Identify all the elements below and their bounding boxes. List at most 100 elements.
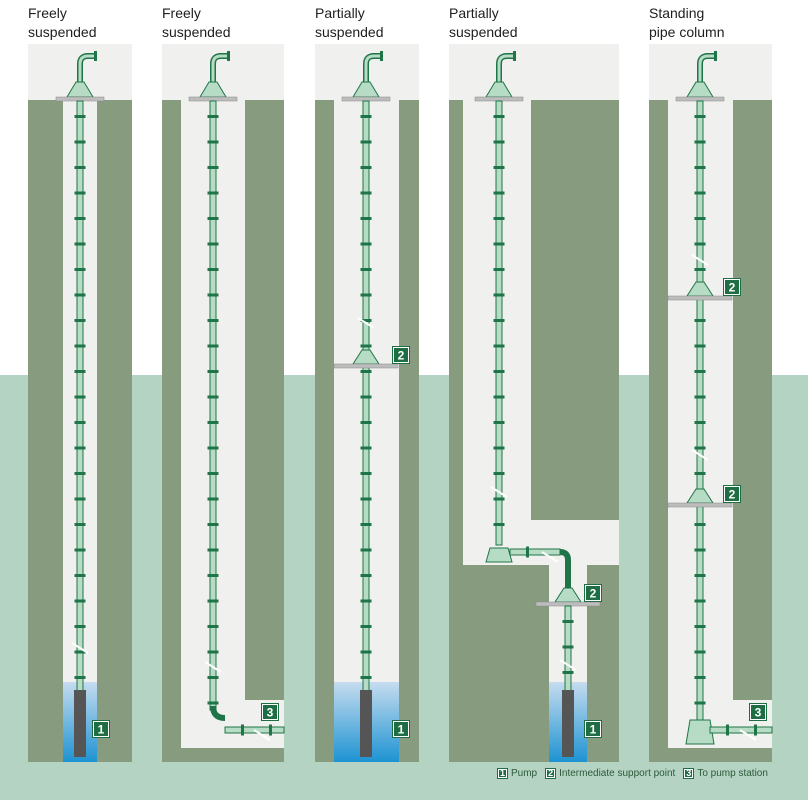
column-2-title: Freely suspended xyxy=(162,5,231,40)
col4-badge-support: 2 xyxy=(584,584,602,602)
col4-base-clamp xyxy=(485,547,513,563)
col1-pipe-joint xyxy=(74,191,86,195)
col4-head-flange xyxy=(513,51,516,61)
shaft-6 xyxy=(463,520,619,565)
column-5-title: Standing pipe column xyxy=(649,5,725,40)
col4-pipe-joint xyxy=(493,344,505,348)
col4-badge-support-frame xyxy=(585,585,601,601)
col3-pipe-joint xyxy=(360,472,372,475)
col1-pipe-joint xyxy=(74,650,86,654)
col3-head-elbow-inner xyxy=(364,54,380,96)
col5-pipe-joint xyxy=(694,523,706,526)
col5-support-upper-plate xyxy=(667,295,733,301)
col4-pipe-joint xyxy=(493,293,505,297)
col3-badge-support: 2 xyxy=(392,346,410,364)
col1-pump xyxy=(74,690,86,757)
col2-badge-station: 3 xyxy=(261,703,279,721)
col5-badge-support-lower-frame xyxy=(724,486,740,502)
legend-badge-station: 3 xyxy=(683,768,695,779)
col3-pipe-joint xyxy=(360,242,372,246)
legend-badge-support: 2 xyxy=(545,768,557,779)
col4-badge-support-number: 2 xyxy=(590,587,597,601)
col1-head-flange xyxy=(94,51,97,61)
col2-badge-station-frame xyxy=(262,704,278,720)
col2-badge-station-box xyxy=(261,703,279,721)
col3-pipe-joint xyxy=(360,497,372,501)
col5-pipe-joint xyxy=(694,166,706,169)
col1-pipe-joint xyxy=(74,217,86,220)
col2-pipe-joint xyxy=(207,574,219,577)
col3-cut-mark xyxy=(357,317,375,329)
col4-pipe-joint xyxy=(493,472,505,475)
col5-support-lower-plate xyxy=(667,502,733,508)
col5-badge-station-number: 3 xyxy=(755,706,762,720)
legend-label-pump: Pump xyxy=(511,768,538,779)
col1-pipe-joint xyxy=(74,446,86,450)
legend: 1 Pump 2 Intermediate support point 3 To… xyxy=(497,768,768,779)
col3-pipe-joint xyxy=(360,650,372,654)
col5-cut-lower xyxy=(691,449,709,461)
col4-pipe-joint xyxy=(493,370,505,373)
col3-pipe-joint xyxy=(360,421,372,424)
col2-bend xyxy=(210,705,226,721)
col1-cut-mark xyxy=(71,642,89,654)
col5-badge-station-frame xyxy=(750,704,766,720)
col4-lower-pipe-joint xyxy=(562,671,574,674)
col2-pipe-joint xyxy=(207,472,219,475)
col5-badge-station-box xyxy=(749,703,767,721)
col2-outlet-joint xyxy=(269,724,272,736)
col2-pipe-joint xyxy=(207,191,219,195)
col4-pipe-joint xyxy=(493,497,505,501)
surface-area-4 xyxy=(449,44,619,100)
col5-pipe-joint xyxy=(694,319,706,322)
col3-pipe-joint xyxy=(360,140,372,144)
col2-pipe-joint xyxy=(207,599,219,603)
col3-badge-support-box xyxy=(392,346,410,364)
col5-pipe-joint xyxy=(694,472,706,475)
surface-area-5 xyxy=(649,44,772,100)
col2-pipe-joint xyxy=(207,115,219,118)
legend-label-support: Intermediate support point xyxy=(559,768,676,779)
col3-badge-pump-frame xyxy=(393,721,409,737)
col4-head-elbow-inner xyxy=(497,54,513,96)
col2-pipe-joint xyxy=(207,344,219,348)
col5-pipe-joint xyxy=(694,421,706,424)
col4-badge-pump-frame xyxy=(585,721,601,737)
col5-pipe-joint xyxy=(694,140,706,144)
col4-pipe-joint xyxy=(493,140,505,144)
col1-badge-pump-number: 1 xyxy=(98,723,105,737)
col4-badge-pump-number: 1 xyxy=(590,723,597,737)
col4-pipe-joint xyxy=(493,319,505,322)
col5-outlet-joint xyxy=(726,724,729,736)
col5-pipe-joint xyxy=(694,446,706,450)
col2-pipe-joint xyxy=(207,676,219,679)
col4-pipe-joint xyxy=(493,421,505,424)
col5-pipe xyxy=(696,100,704,736)
col1-badge-pump-box xyxy=(92,720,110,738)
col1-pipe-joint xyxy=(74,166,86,169)
col2-pipe-joint xyxy=(207,319,219,322)
col5-badge-support-lower: 2 xyxy=(723,485,741,503)
col5-pipe-joint xyxy=(694,701,706,705)
col2-outlet-cut xyxy=(253,729,271,741)
col5-pipe-joint xyxy=(694,599,706,603)
col5-pipe-joint xyxy=(694,574,706,577)
column-1-title: Freely suspended xyxy=(28,5,97,40)
col3-pipe-joint xyxy=(360,548,372,552)
col4-pump xyxy=(562,690,574,757)
col1-pipe-joint xyxy=(74,115,86,118)
col2-pipe-joint xyxy=(207,497,219,501)
col5-head-elbow-inner xyxy=(698,54,714,96)
col3-badge-pump-number: 1 xyxy=(398,723,405,737)
col3-support-plate xyxy=(333,363,399,369)
col3-pipe-joint xyxy=(360,344,372,348)
col3-pipe-joint xyxy=(360,523,372,526)
col5-outlet-cut xyxy=(739,729,757,741)
legend-item-station: 3 To pump station xyxy=(683,768,768,779)
col2-pipe-joint xyxy=(207,625,219,628)
col5-head-plate xyxy=(675,96,725,102)
col4-badge-pump-box xyxy=(584,720,602,738)
col3-badge-support-frame xyxy=(393,347,409,363)
col3-pipe-joint xyxy=(360,191,372,195)
col5-pipe-joint xyxy=(694,217,706,220)
